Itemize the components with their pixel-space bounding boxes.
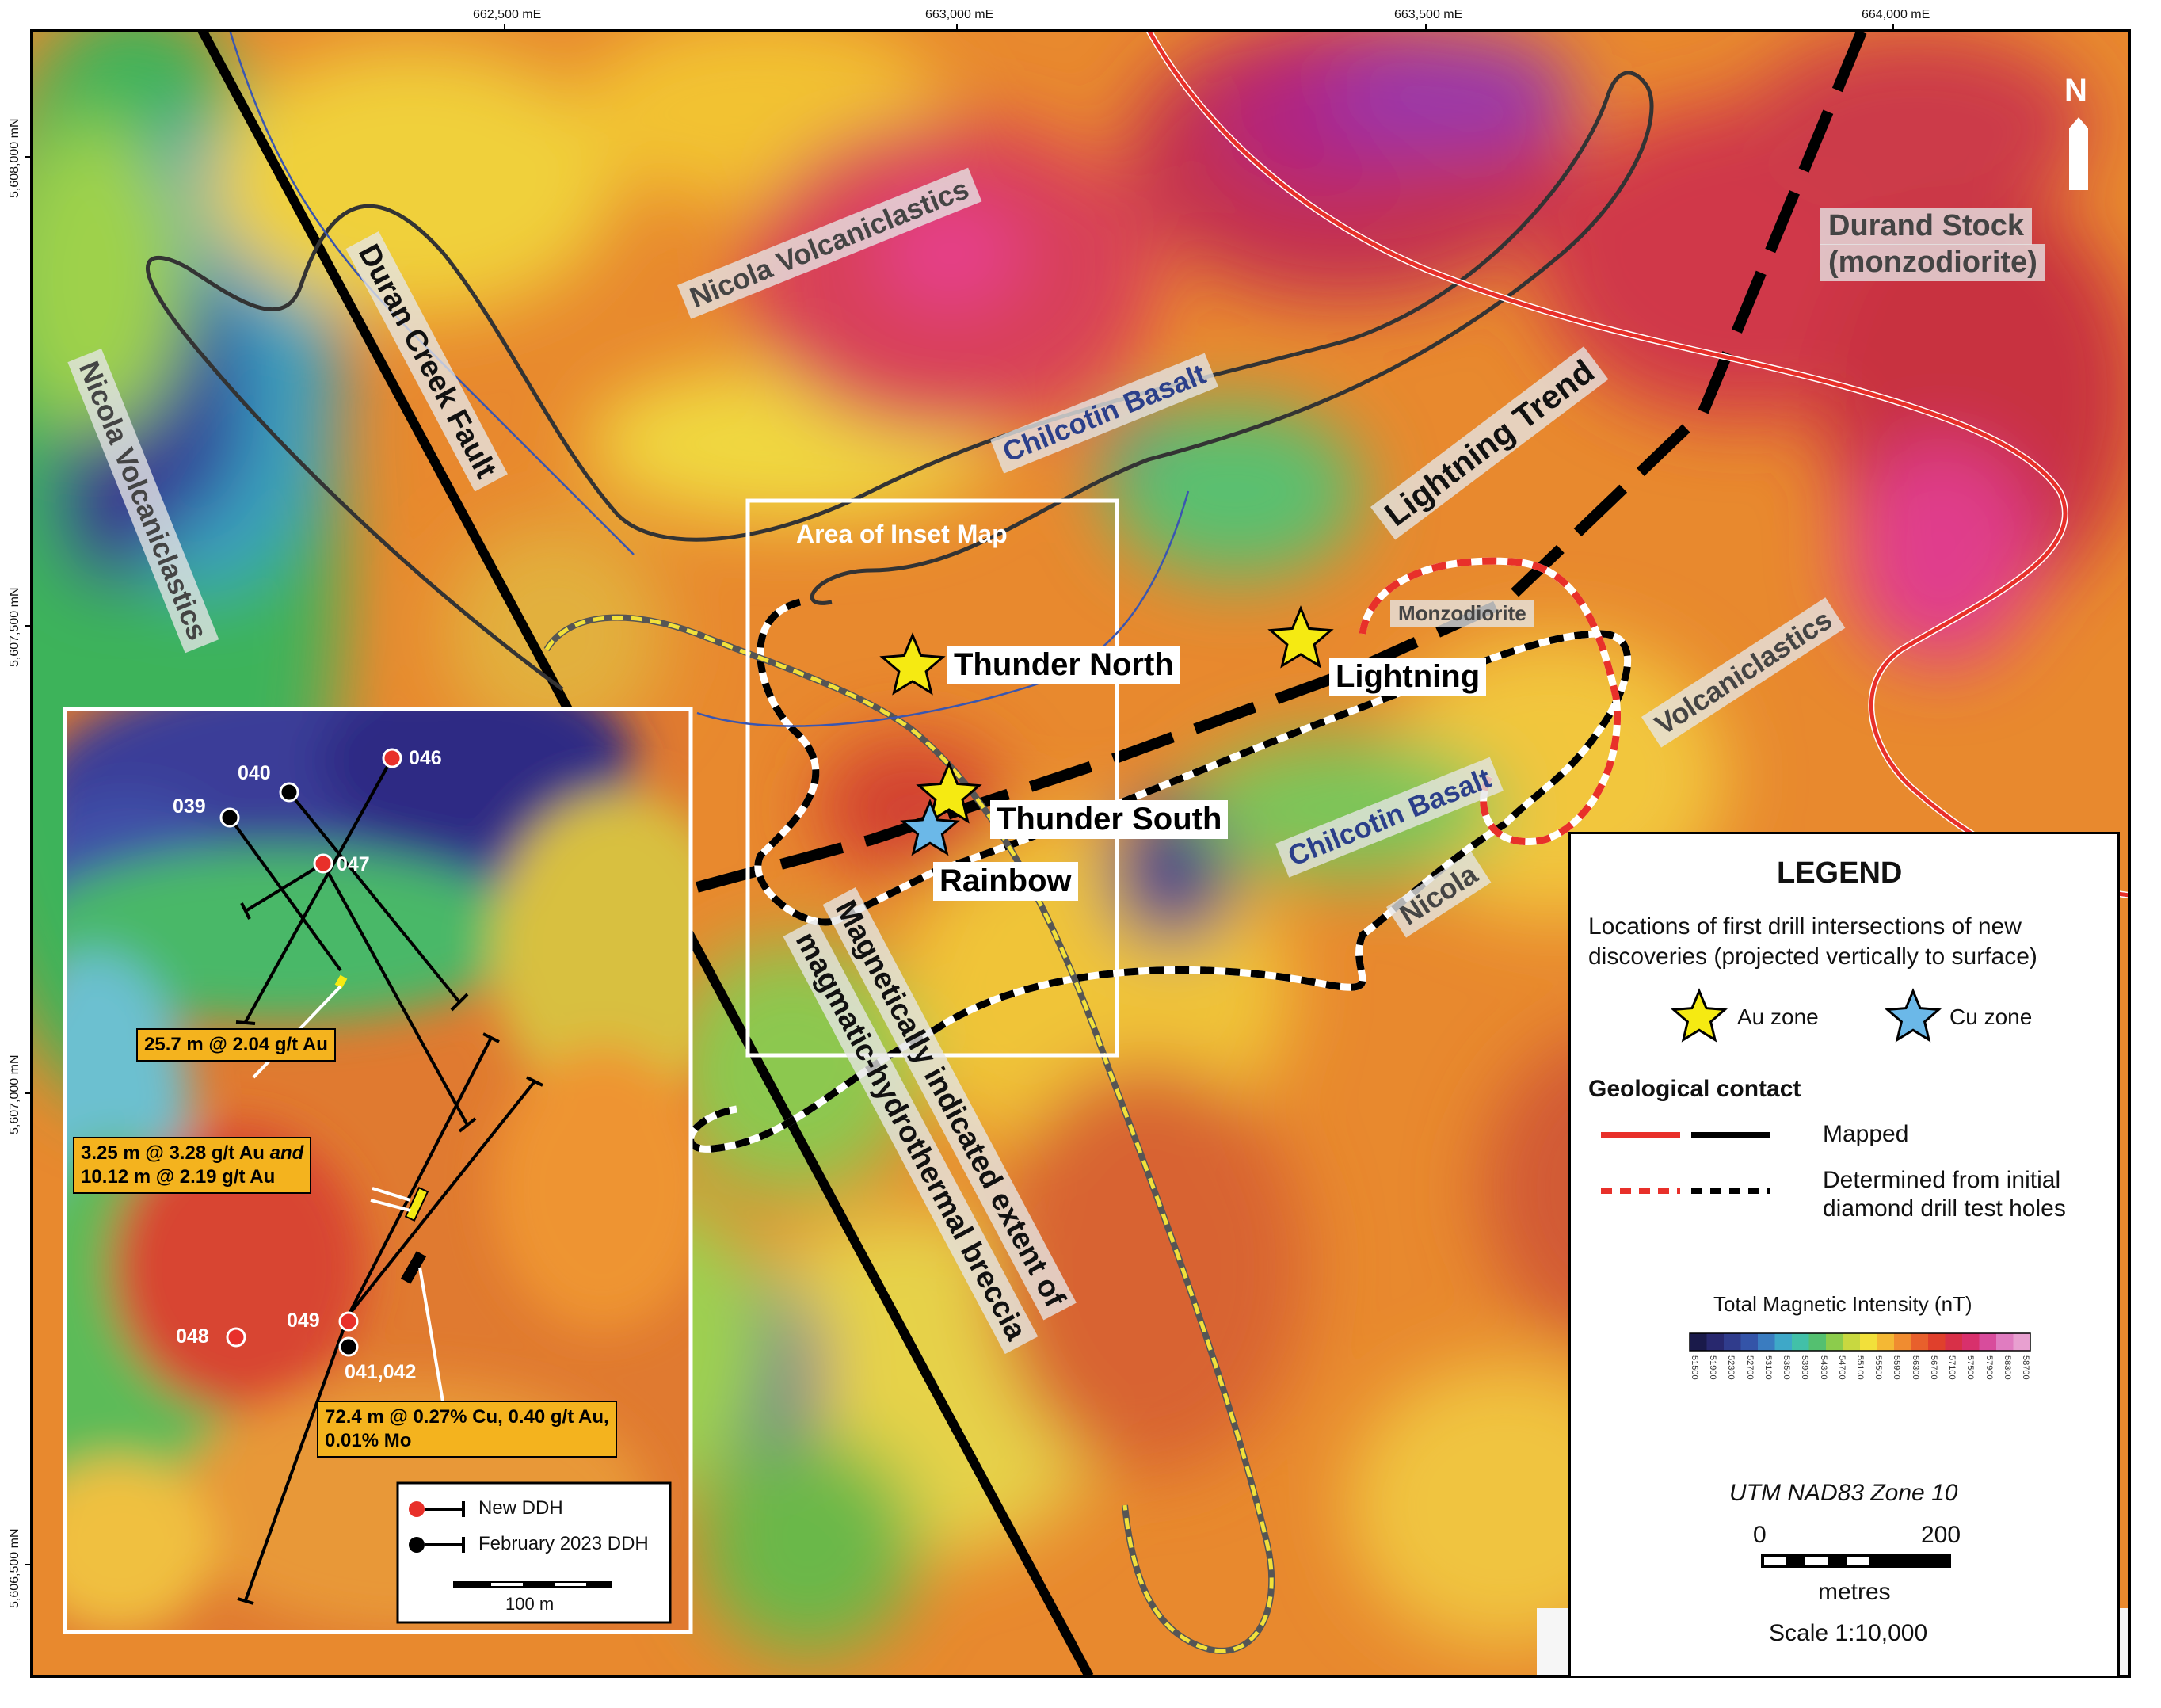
legend-graphics	[1601, 988, 2031, 1568]
inset-legend-feb: February 2023 DDH	[478, 1533, 649, 1554]
legend-utm: UTM NAD83 Zone 10	[1729, 1480, 1958, 1506]
tmi-tick-label: 55900	[1892, 1355, 1902, 1380]
au-star-lightning	[1267, 605, 1334, 669]
hole-041-042: 041,042	[345, 1361, 417, 1383]
hole-047: 047	[337, 853, 370, 875]
tmi-tick-label: 58700	[2021, 1355, 2030, 1380]
tmi-tick-label: 57100	[1947, 1355, 1957, 1380]
hole-039: 039	[173, 795, 206, 818]
legend-panel: LEGEND Locations of first drill intersec…	[1568, 832, 2120, 1678]
legend-desc-2: discoveries (projected vertically to sur…	[1588, 944, 2037, 970]
north-arrow	[2069, 117, 2088, 190]
intersection-note-3: 72.4 m @ 0.27% Cu, 0.40 g/t Au, 0.01% Mo	[317, 1401, 617, 1458]
legend-title: LEGEND	[1777, 856, 1903, 890]
lightning-trend-line	[696, 30, 1867, 893]
label-monzodiorite: Monzodiorite	[1390, 600, 1534, 627]
tmi-tick-label: 55500	[1873, 1355, 1884, 1380]
northing-2: 5,607,500 mN	[8, 587, 21, 667]
label-durand-stock: Durand Stock	[1820, 208, 2033, 245]
inset-legend-new: New DDH	[478, 1497, 563, 1519]
intersection-note-1: 25.7 m @ 2.04 g/t Au	[136, 1028, 336, 1062]
tmi-tick-label: 58300	[2002, 1355, 2012, 1380]
tmi-tick-label: 57500	[1965, 1355, 1976, 1380]
hole-040: 040	[238, 762, 271, 784]
legend-contact: Geological contact	[1588, 1076, 1801, 1102]
legend-au-zone: Au zone	[1737, 1005, 1819, 1029]
tmi-tick-label: 56300	[1910, 1355, 1920, 1380]
tmi-tick-label: 53100	[1763, 1355, 1773, 1380]
legend-tmi: Total Magnetic Intensity (nT)	[1713, 1292, 1972, 1316]
hole-049: 049	[287, 1310, 320, 1332]
northing-3: 5,607,000 mN	[8, 1054, 21, 1134]
inset-scale: 100 m	[505, 1594, 555, 1614]
intersection-note-2: 3.25 m @ 3.28 g/t Au and 10.12 m @ 2.19 …	[73, 1137, 312, 1194]
tmi-tick-label: 53500	[1782, 1355, 1792, 1380]
au-star-thunder-south	[916, 761, 982, 824]
north-label: N	[2064, 73, 2087, 108]
tmi-tick-label: 52300	[1726, 1355, 1736, 1380]
easting-4: 664,000 mE	[1862, 8, 1930, 21]
northing-1: 5,608,000 mN	[8, 118, 21, 198]
legend-desc-1: Locations of first drill intersections o…	[1588, 913, 2022, 940]
tmi-tick-label: 54300	[1818, 1355, 1828, 1380]
legend-determined-1: Determined from initial	[1823, 1167, 2061, 1193]
tmi-tick-label: 53900	[1800, 1355, 1810, 1380]
tmi-tick-label: 57900	[1984, 1355, 1994, 1380]
inset-map	[63, 707, 693, 1634]
easting-3: 663,500 mE	[1394, 8, 1463, 21]
tmi-tick-label: 51500	[1690, 1355, 1699, 1380]
legend-scale-0: 0	[1753, 1522, 1767, 1548]
zone-rainbow: Rainbow	[933, 862, 1078, 901]
zone-thunder-south: Thunder South	[990, 800, 1229, 839]
easting-1: 662,500 mE	[473, 8, 542, 21]
legend-mapped: Mapped	[1823, 1121, 1909, 1147]
legend-scale-ratio: Scale 1:10,000	[1769, 1620, 1928, 1646]
au-star-thunder-north	[879, 632, 946, 696]
northing-4: 5,606,500 mN	[8, 1528, 21, 1608]
zone-thunder-north: Thunder North	[947, 646, 1180, 684]
hole-048: 048	[176, 1325, 209, 1348]
label-durand-stock-2: (monzodiorite)	[1820, 244, 2045, 281]
cu-star-rainbow	[900, 799, 960, 856]
legend-scale-200: 200	[1921, 1522, 1961, 1548]
legend-determined-2: diamond drill test holes	[1823, 1195, 2066, 1222]
legend-metres: metres	[1818, 1579, 1891, 1605]
easting-2: 663,000 mE	[925, 8, 994, 21]
tmi-tick-label: 51900	[1708, 1355, 1718, 1380]
legend-cu-zone: Cu zone	[1949, 1005, 2033, 1029]
tmi-tick-label: 56700	[1928, 1355, 1938, 1380]
tmi-tick-label: 55100	[1855, 1355, 1865, 1380]
hole-046: 046	[409, 747, 442, 769]
label-area-inset: Area of Inset Map	[796, 520, 1008, 548]
drill-traces	[228, 757, 543, 1605]
tmi-tick-label: 52700	[1744, 1355, 1755, 1380]
zone-lightning: Lightning	[1329, 658, 1487, 696]
tmi-tick-label: 54700	[1836, 1355, 1847, 1380]
